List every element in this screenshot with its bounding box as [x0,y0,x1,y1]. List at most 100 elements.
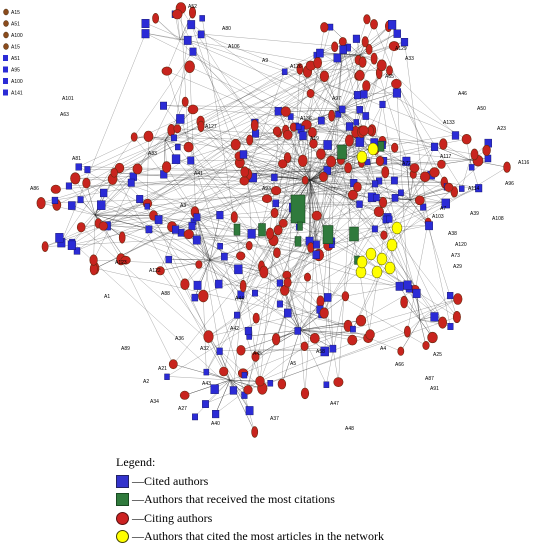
edge [122,144,328,238]
citing-author-node [162,161,172,173]
edge [94,214,149,230]
edge [251,125,350,234]
legend-item-top-citing: —Authors that cited the most articles in… [116,528,384,544]
citing-author-node [76,222,86,233]
node-label: A91 [430,386,439,392]
citing-author-node [365,44,373,55]
citing-author-node [277,378,287,390]
cited-author-node [287,113,294,120]
citing-author-node [331,41,339,53]
edge [153,215,234,390]
citing-author-node [391,142,399,153]
edge [375,183,411,201]
cited-author-node [141,19,150,29]
node-label: A123 [115,260,127,266]
citing-author-node [311,210,322,221]
legend-label: —Authors that cited the most articles in… [132,528,384,543]
edge [306,124,475,155]
edge [160,270,249,390]
citing-author-node [261,194,273,203]
citing-author-node [307,127,317,138]
edge [248,182,354,331]
cited-author-node [65,182,72,190]
edge [155,18,181,41]
edge [284,290,301,331]
citing-author-node [400,295,408,309]
cited-author-node [475,184,483,193]
edge [81,183,376,228]
edge [209,259,262,267]
citing-author-node [236,345,246,356]
edge [254,292,301,331]
edge [269,133,279,234]
node-label: A25 [433,352,442,358]
isolated-node-label: A51 [11,56,20,62]
edge [190,159,442,165]
node-label: A120 [455,242,467,248]
edge [177,146,235,218]
node-label: A96 [505,181,514,187]
top-citing-author-node [391,221,403,235]
edge [93,259,199,265]
edge [219,350,231,381]
edge [188,234,211,261]
isolated-cited-node [3,78,8,84]
citing-author-node [272,126,282,136]
citing-author-node [278,218,288,228]
cited-author-node [430,312,439,322]
citing-author-node [409,163,420,173]
isolated-cited-node [3,66,8,73]
edge [427,222,451,327]
citing-author-node [50,184,61,194]
cited-author-node [441,198,450,209]
edge [441,159,471,165]
citing-author-node [270,208,279,219]
edge [244,19,368,395]
citing-author-node [453,293,463,305]
edge [249,329,301,337]
citing-author-node [246,134,254,146]
citing-author-node [355,314,367,327]
node-label: A122 [149,268,161,274]
citing-author-node [333,377,344,387]
citing-author-node [283,152,292,164]
cited-author-node [299,131,307,140]
cited-author-node [356,200,363,208]
cited-author-node [274,107,282,116]
cited-author-node [362,112,370,120]
cited-author-node [187,20,196,30]
citing-author-node [82,177,91,189]
cited-author-node [320,346,329,357]
edge [275,215,317,340]
edge [407,222,429,332]
edge [189,66,449,188]
cited-author-node [221,252,228,261]
isolated-node-label: A15 [11,10,20,16]
cited-author-node [316,48,324,58]
node-label: A108 [492,216,504,222]
edge [378,211,433,338]
node-label: A32 [200,346,209,352]
cited-author-node [165,255,172,264]
edge [218,233,252,284]
edge [166,39,181,72]
cited-author-node [245,406,254,416]
cited-author-node [420,203,427,211]
edge [304,153,322,394]
isolated-node-label: A100 [11,33,23,39]
node-label: A116 [518,160,530,166]
edge [244,139,467,182]
cited-author-node [192,235,201,245]
cited-author-node [141,29,150,39]
edge [173,240,274,365]
edge [373,24,435,173]
edge [259,72,380,382]
edge [120,259,174,365]
edge [243,328,354,374]
cited-author-node [234,311,241,319]
most-cited-author-node [233,223,241,236]
edge [399,285,421,321]
isolated-citing-node [3,31,9,39]
edge [299,329,369,339]
citing-author-node [376,59,387,72]
